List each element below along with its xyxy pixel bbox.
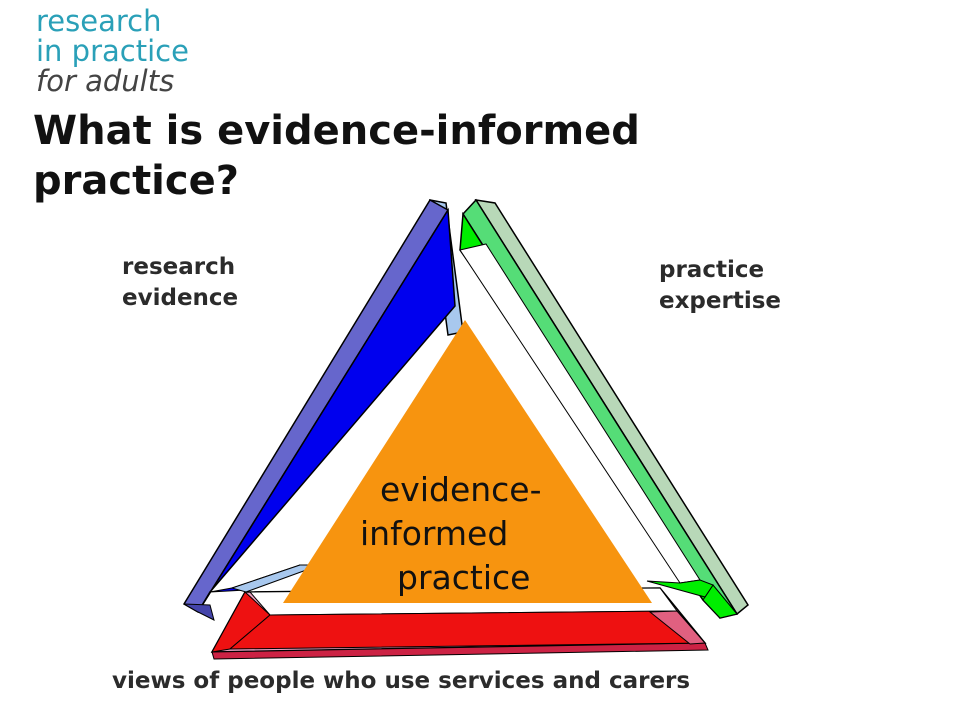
logo-line-in-practice: in practice bbox=[36, 34, 189, 68]
label-practice-expertise: practice expertise bbox=[659, 255, 839, 317]
research-bar bbox=[182, 198, 464, 621]
center-label: evidence- informed practice bbox=[360, 468, 590, 600]
page-title: What is evidence-informed practice? bbox=[33, 108, 640, 204]
logo-line-for-adults: for adults bbox=[36, 64, 175, 98]
label-practice-line1: practice bbox=[659, 257, 765, 283]
label-research-evidence: research evidence bbox=[122, 252, 282, 314]
practice-bar bbox=[459, 198, 749, 619]
evidence-informed-practice-triangle bbox=[283, 320, 652, 603]
label-research-line2: evidence bbox=[122, 285, 239, 311]
center-line2: informed bbox=[360, 514, 509, 553]
label-research-line1: research bbox=[122, 254, 236, 280]
center-line1: evidence- bbox=[380, 470, 542, 509]
center-line3: practice bbox=[397, 558, 531, 597]
logo-line-research: research bbox=[36, 4, 162, 38]
label-practice-line2: expertise bbox=[659, 288, 782, 314]
logo: research in practice for adults bbox=[36, 6, 189, 96]
label-views-of-people: views of people who use services and car… bbox=[112, 668, 691, 694]
